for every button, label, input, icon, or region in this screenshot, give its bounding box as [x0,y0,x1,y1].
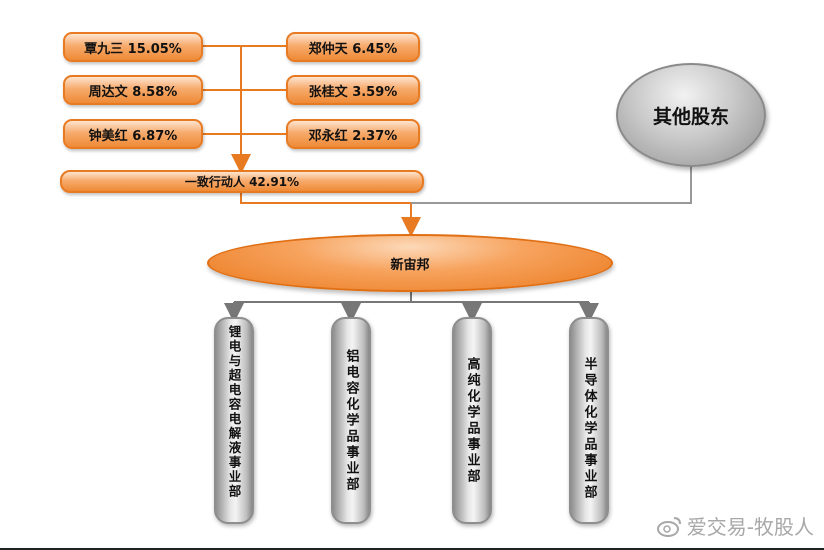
group-to-company-line [240,193,421,237]
shareholder-label: 周达文 8.58% [88,84,178,100]
shareholder-label: 钟美红 6.87% [88,128,178,144]
division-box-high-purity: 高纯化学品事业部 [452,317,492,524]
company-node: 新宙邦 [207,234,613,292]
other-shareholders-node: 其他股东 [616,63,766,167]
division-box-aluminum-capacitor: 铝电容化学品事业部 [331,317,371,524]
shareholder-label: 张桂文 3.59% [308,84,398,100]
division-label: 锂电与超电容电解液事业部 [226,325,242,499]
division-label: 半导体化学品事业部 [581,357,597,501]
bottom-rule [0,548,824,550]
division-box-electrolyte: 锂电与超电容电解液事业部 [214,317,254,524]
other-to-company-line [411,167,692,204]
weibo-icon [656,516,681,537]
concerted-group-label: 一致行动人 42.91% [184,175,300,189]
division-label: 铝电容化学品事业部 [343,349,359,493]
watermark-text: 爱交易-牧股人 [686,515,814,539]
watermark: 爱交易-牧股人 [656,511,814,540]
shareholder-box-zhong: 钟美红 6.87% [63,119,203,149]
division-label: 高纯化学品事业部 [464,357,480,485]
shareholder-label: 覃九三 15.05% [84,41,182,57]
shareholder-box-zhou: 周达文 8.58% [63,75,203,105]
shareholder-box-zheng: 郑仲天 6.45% [286,32,420,62]
division-box-semiconductor: 半导体化学品事业部 [569,317,609,524]
shareholder-box-qin: 覃九三 15.05% [63,32,203,62]
shareholder-box-zhang: 张桂文 3.59% [286,75,420,105]
other-shareholders-label: 其他股东 [652,105,729,128]
shareholder-box-deng: 邓永红 2.37% [286,119,420,149]
company-label: 新宙邦 [390,257,430,273]
shareholder-label: 郑仲天 6.45% [308,41,398,57]
concerted-group-bar: 一致行动人 42.91% [60,170,424,193]
shareholder-label: 邓永红 2.37% [308,128,398,144]
